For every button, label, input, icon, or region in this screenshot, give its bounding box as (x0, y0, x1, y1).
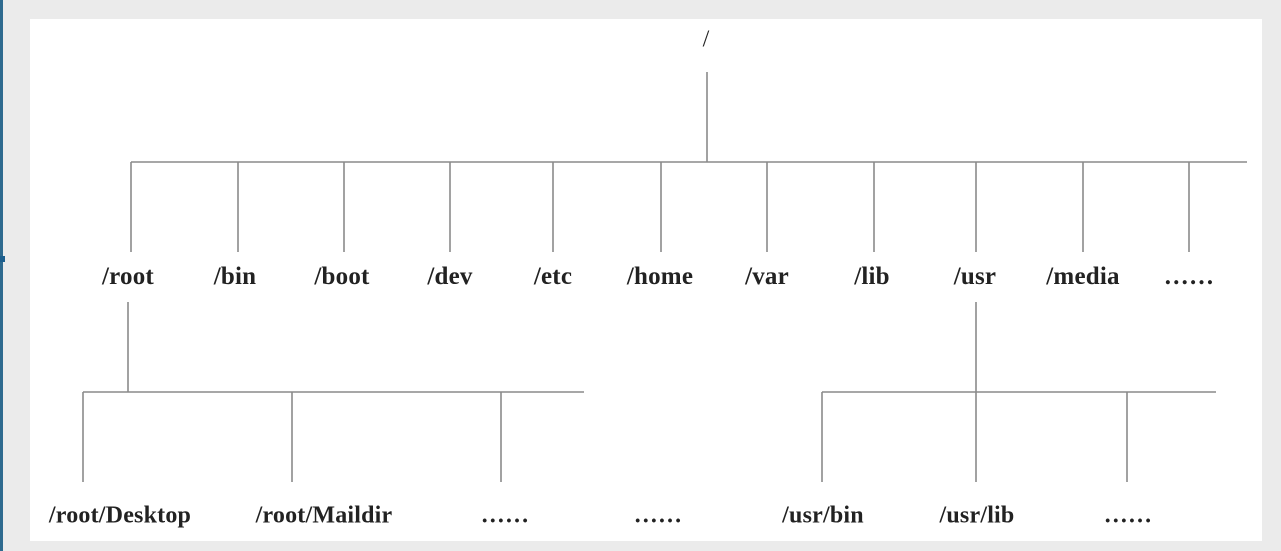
node-root-dir: /root (102, 263, 154, 290)
node-usr: /usr (953, 263, 997, 290)
node-usr-more-ellipsis: …… (1103, 502, 1153, 529)
diagram-canvas (30, 19, 1262, 541)
node-usr-bin: /usr/bin (782, 502, 864, 529)
node-root-desktop: /root/Desktop (48, 502, 192, 529)
node-bin: /bin (213, 263, 257, 290)
node-var: /var (745, 263, 789, 290)
node-root-maildir: /root/Maildir (255, 502, 393, 529)
node-home: /home (626, 263, 694, 290)
node-root-more-ellipsis: …… (480, 502, 530, 529)
node-more-ellipsis: …… (1163, 263, 1215, 290)
node-etc: /etc (533, 263, 573, 290)
window-edge-bar (0, 0, 3, 551)
node-root: / (702, 26, 710, 53)
node-media: /media (1046, 263, 1120, 290)
node-middle-ellipsis: …… (633, 502, 683, 529)
node-lib: /lib (854, 263, 890, 290)
window-edge-marker (0, 256, 5, 262)
node-boot: /boot (314, 263, 370, 290)
node-usr-lib: /usr/lib (939, 502, 1015, 529)
node-dev: /dev (427, 263, 473, 290)
